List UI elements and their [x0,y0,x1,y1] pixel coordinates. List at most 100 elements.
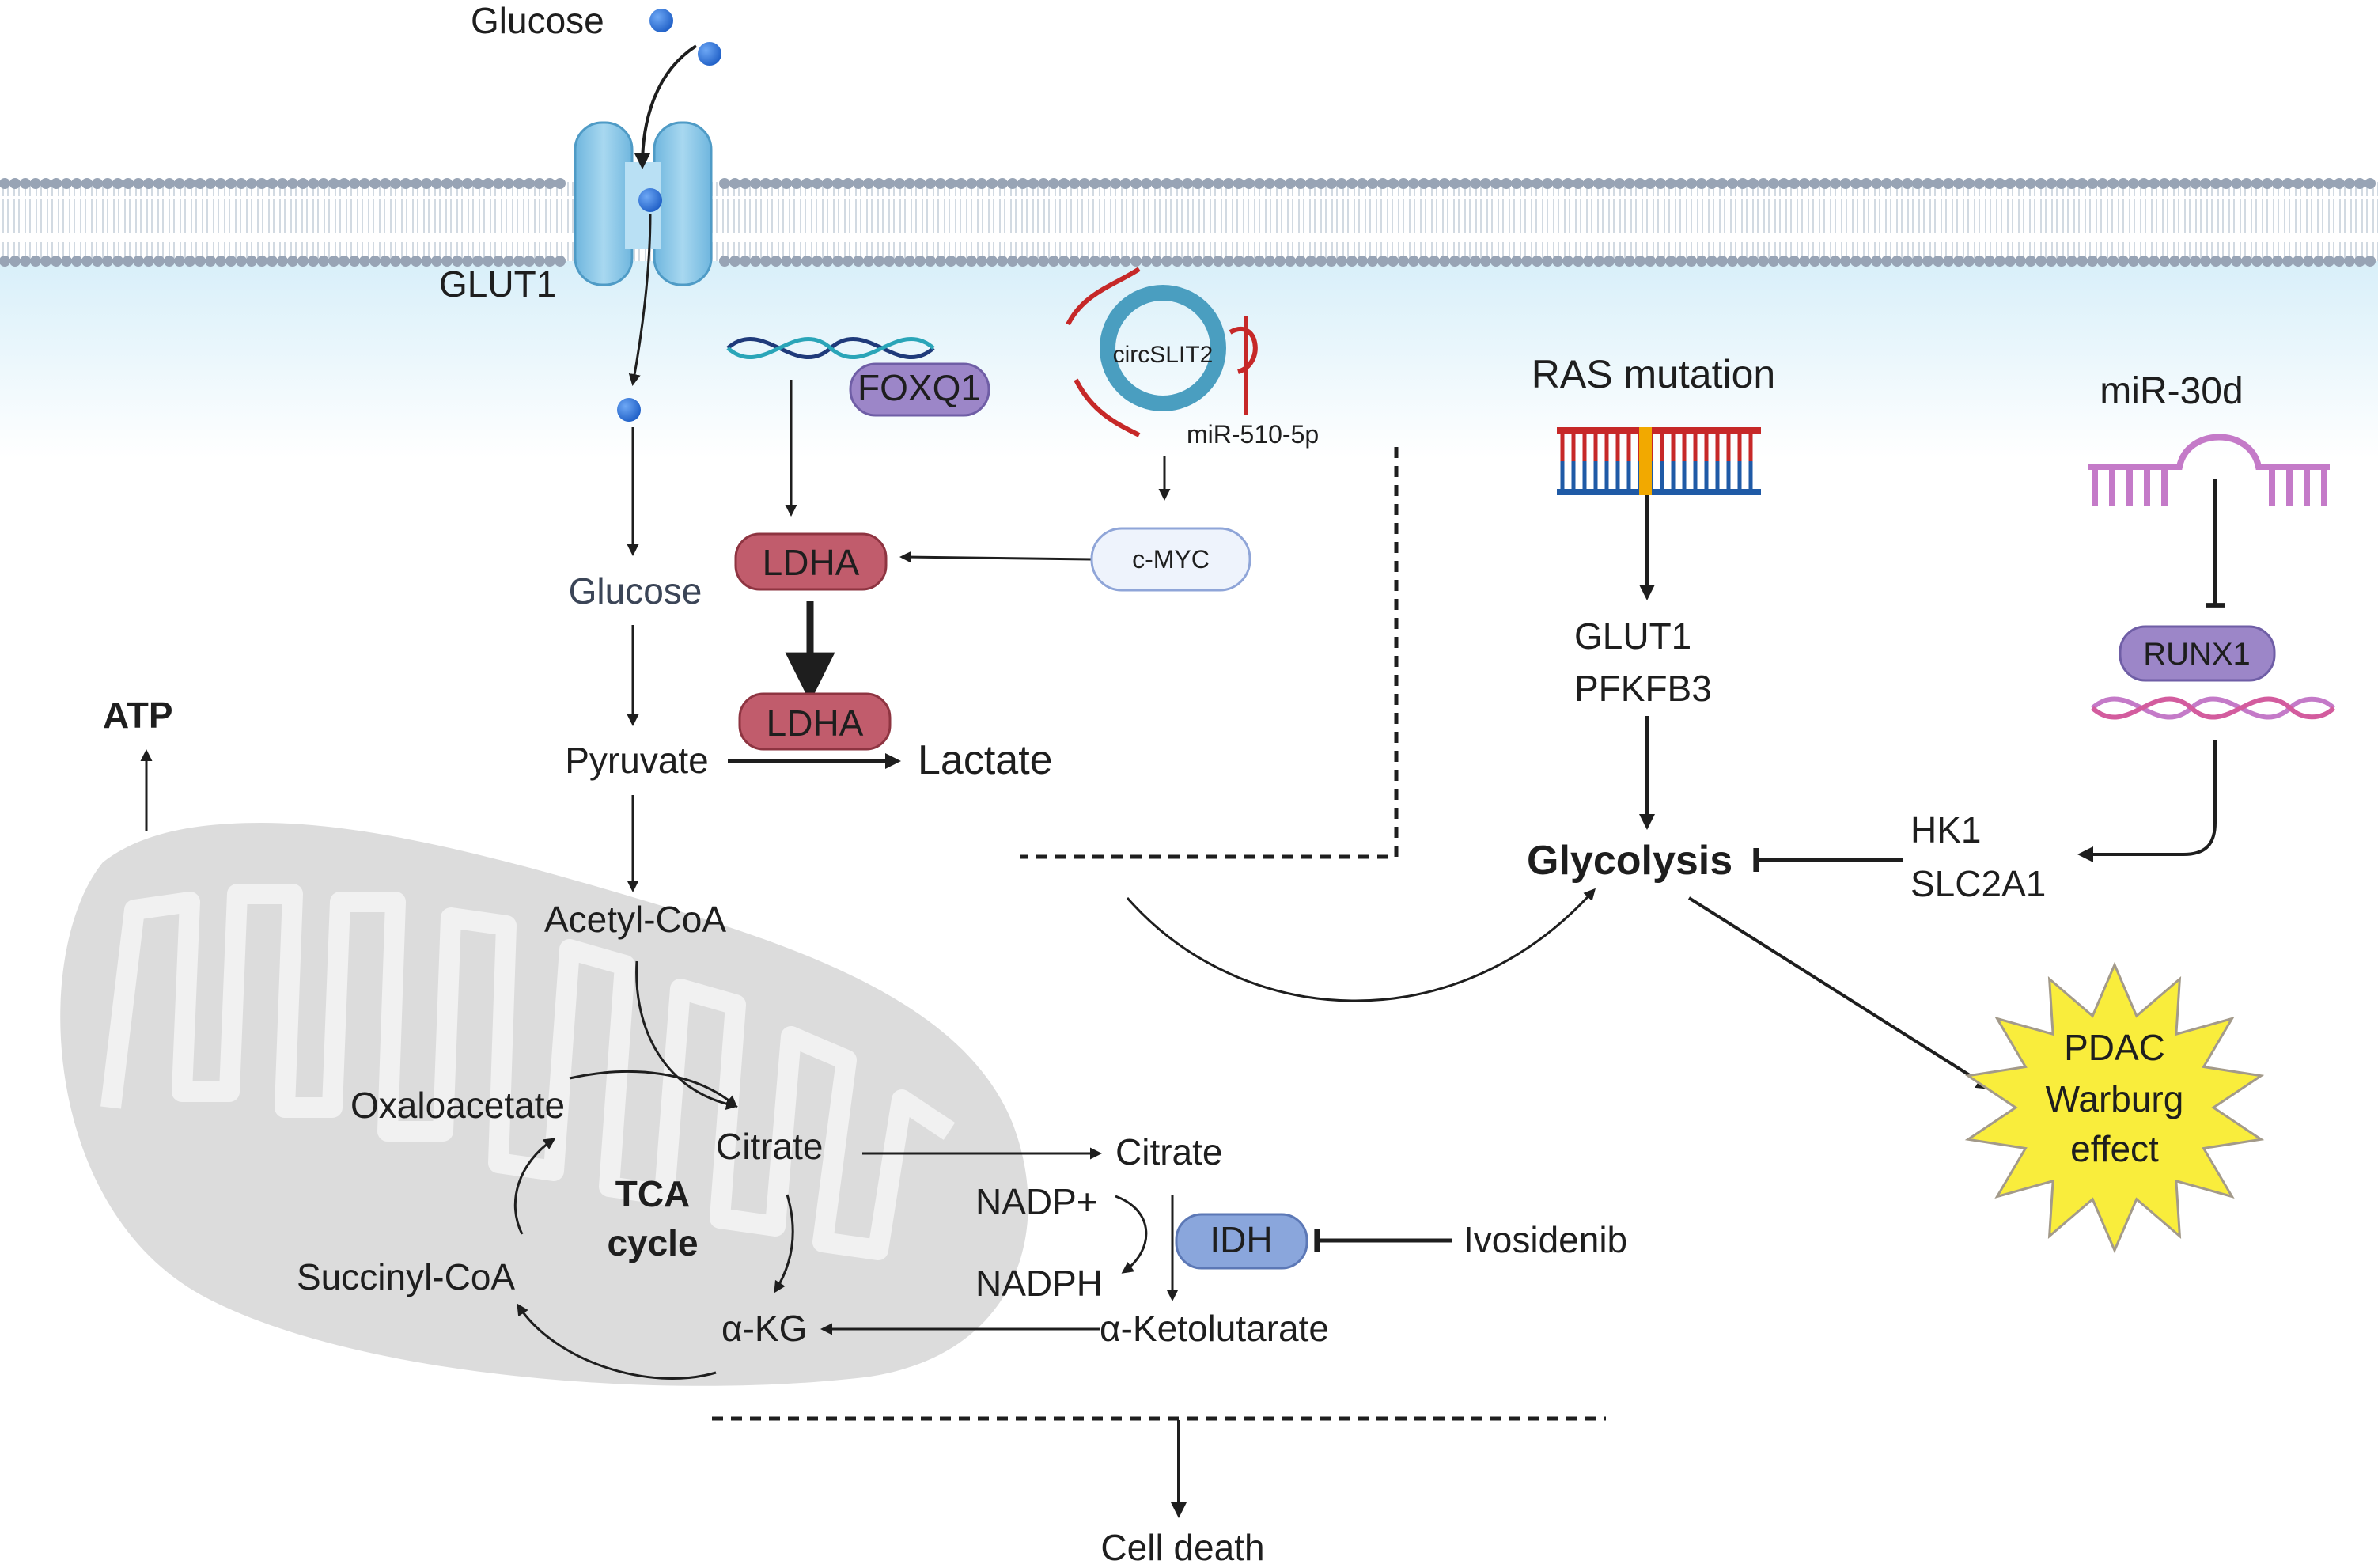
lipid-head [719,256,730,267]
lipid-head [2066,178,2077,189]
lipid-head [2046,178,2057,189]
lipid-head [555,178,566,189]
lipid-head [1614,256,1625,267]
lipid-head [1809,178,1820,189]
lipid-head [2159,178,2170,189]
lipid-head [2272,256,2283,267]
lipid-head [277,178,288,189]
lipid-head [2128,256,2139,267]
lipid-head [133,178,144,189]
lipid-head [2149,256,2160,267]
lipid-head [287,256,298,267]
label-ldha-top: LDHA [763,542,860,583]
lipid-head [1655,256,1666,267]
lipid-head [1922,178,1933,189]
lipid-head [1552,178,1563,189]
lipid-head [1182,256,1193,267]
lipid-head [1861,256,1872,267]
label-pdac-line3: effect [2070,1128,2159,1169]
lipid-head [277,256,288,267]
lipid-head [884,256,895,267]
lipid-head [1562,178,1573,189]
lipid-head [2169,178,2180,189]
lipid-head [297,178,309,189]
lipid-head [832,178,843,189]
lipid-head [349,256,360,267]
lipid-head [2365,256,2376,267]
lipid-head [1223,178,1234,189]
lipid-head [174,256,185,267]
lipid-head [2056,178,2067,189]
lipid-head [894,256,905,267]
mitochondrion [60,823,1028,1386]
lipid-head [1336,178,1347,189]
circrna-icon [1066,267,1258,437]
lipid-head [1727,256,1738,267]
lipid-head [2221,256,2232,267]
label-ras-mutation: RAS mutation [1532,352,1775,396]
lipid-head [534,178,545,189]
lipid-head [1922,256,1933,267]
lipid-head [1799,178,1810,189]
lipid-head [1388,178,1399,189]
lipid-head [2035,256,2047,267]
lipid-head [1686,256,1697,267]
lipid-head [92,256,103,267]
lipid-head [781,256,792,267]
lipid-head [1141,256,1152,267]
lipid-head [1244,256,1255,267]
lipid-head [40,256,51,267]
lipid-head [812,256,823,267]
lipid-head [1130,178,1142,189]
lipid-head [2107,256,2119,267]
lipid-head [544,256,555,267]
lipid-head [1706,256,1717,267]
lipid-head [1202,178,1214,189]
lipid-head [1737,178,1748,189]
lipid-head [1130,256,1142,267]
lipid-head [884,178,895,189]
lipid-head [2354,178,2365,189]
lipid-head [400,256,411,267]
lipid-head [1953,178,1964,189]
lipid-head [421,178,432,189]
lipid-head [2087,178,2098,189]
lipid-head [246,178,257,189]
lipid-head [1460,178,1471,189]
lipid-head [945,256,956,267]
lipid-head [1994,178,2005,189]
lipid-head [935,178,946,189]
lipid-head [1110,256,1121,267]
label-lactate: Lactate [918,737,1053,783]
lipid-head [843,178,854,189]
lipid-head [1028,178,1039,189]
lipid-head [1295,256,1306,267]
lipid-head [102,178,113,189]
lipid-head [2323,178,2334,189]
lipid-head [1840,256,1851,267]
lipid-head [2005,256,2016,267]
lipid-head [184,178,195,189]
lipid-head [1696,256,1707,267]
lipid-head [123,178,134,189]
lipid-head [1460,256,1471,267]
lipid-head [1161,178,1172,189]
lipid-head [1850,256,1861,267]
lipid-head [1696,178,1707,189]
lipid-head [771,178,782,189]
lipid-head [2251,256,2263,267]
lipid-head [1408,256,1419,267]
lipid-head [1881,178,1892,189]
lipid-head [1038,178,1049,189]
lipid-head [1439,256,1450,267]
lipid-head [1830,256,1841,267]
lipid-head [1357,256,1368,267]
lipid-head [2097,178,2108,189]
lipid-head [2179,178,2191,189]
lipid-head [246,256,257,267]
label-idh: IDH [1210,1219,1272,1260]
lipid-head [51,256,62,267]
lipid-head [544,178,555,189]
lipid-head [1562,256,1573,267]
lipid-head [205,178,216,189]
